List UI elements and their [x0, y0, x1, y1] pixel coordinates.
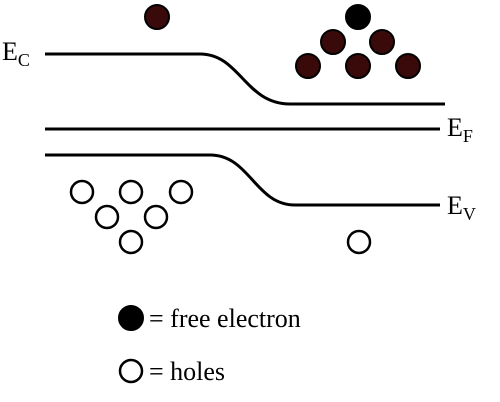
hole-6: [118, 229, 144, 255]
legend-electron-label: = free electron: [149, 304, 301, 333]
electron-mid-right: [369, 29, 395, 55]
valence-band-line: [45, 153, 440, 207]
electron-bottom-2: [345, 53, 371, 79]
hole-5: [143, 204, 169, 230]
hole-3: [168, 179, 194, 205]
legend-holes-label: = holes: [149, 357, 225, 386]
electron-top: [345, 4, 371, 30]
fermi-level-label: EF: [447, 113, 473, 146]
electron-bottom-3: [395, 53, 421, 79]
legend-hole-icon: [118, 358, 144, 384]
hole-7: [346, 229, 372, 255]
electron-lone: [144, 4, 170, 30]
hole-2: [118, 179, 144, 205]
legend-electron-icon: [118, 305, 144, 331]
valence-band-label: EV: [447, 191, 476, 224]
hole-1: [69, 179, 95, 205]
conduction-band-label: EC: [2, 37, 30, 70]
electron-mid-left: [320, 29, 346, 55]
hole-4: [94, 204, 120, 230]
conduction-band-line: [45, 52, 445, 106]
electron-bottom-1: [295, 53, 321, 79]
